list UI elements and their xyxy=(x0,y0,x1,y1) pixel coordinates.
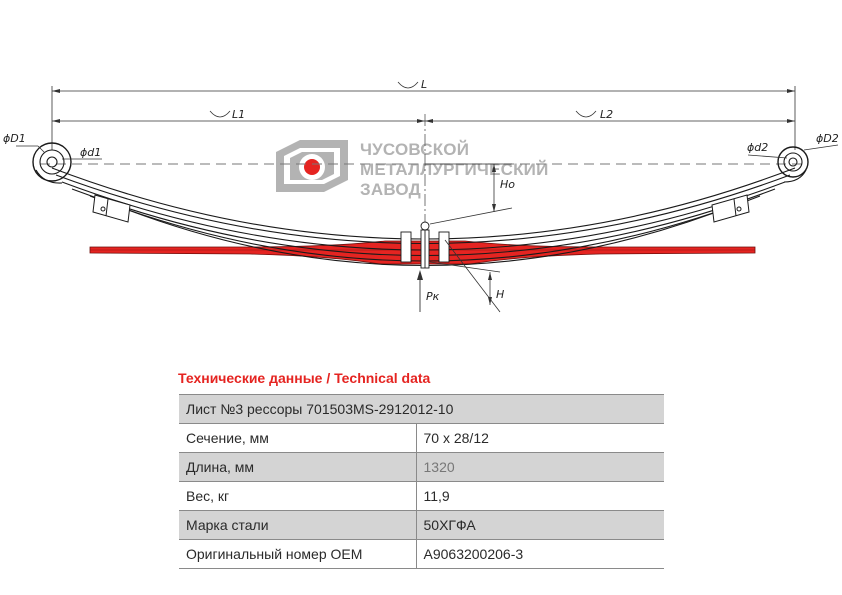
dimension-H: H xyxy=(429,239,504,313)
row-label: Сечение, мм xyxy=(179,423,417,453)
force-Pk-label: Pк xyxy=(426,290,440,303)
table-row: Вес, кг 11,9 xyxy=(179,481,664,511)
row-label: Вес, кг xyxy=(179,481,417,511)
dimension-L1-L2: L1 L2 xyxy=(52,108,795,123)
table-row: Длина, мм 1320 xyxy=(179,452,664,482)
table-row: Марка стали 50ХГФА xyxy=(179,510,664,540)
row-value: 50ХГФА xyxy=(416,510,664,540)
dimension-Ho: Ho xyxy=(425,163,515,225)
dim-H-label: H xyxy=(496,288,504,301)
dim-d2-label: ϕd2 xyxy=(747,141,768,154)
dim-d1-label: ϕd1 xyxy=(80,146,101,159)
dim-L2-label: L2 xyxy=(600,108,613,121)
table-row: Сечение, мм 70 x 28/12 xyxy=(179,423,664,453)
row-value: 1320 xyxy=(416,452,664,482)
dim-L1-label: L1 xyxy=(232,108,245,121)
dim-D1-label: ϕD1 xyxy=(3,132,26,145)
row-value: 11,9 xyxy=(416,481,664,511)
right-clamp xyxy=(711,194,750,223)
table-row: Оригинальный номер OEM A9063200206-3 xyxy=(179,539,664,569)
right-spring-eye xyxy=(777,146,809,183)
logo-line-1: ЧУСОВСКОЙ xyxy=(360,140,469,159)
row-label: Длина, мм xyxy=(179,452,417,482)
left-clamp xyxy=(92,194,131,223)
row-value: 70 x 28/12 xyxy=(416,423,664,453)
logo-red-dot xyxy=(304,159,320,175)
dim-Ho-label: Ho xyxy=(500,178,515,191)
company-logo: ЧУСОВСКОЙ МЕТАЛЛУРГИЧЕСКИЙ ЗАВОД xyxy=(276,140,549,199)
row-label: Оригинальный номер OEM xyxy=(179,539,417,569)
force-Pk-arrow: Pк xyxy=(417,270,440,312)
table-row-header: Лист №3 рессоры 701503MS-2912012-10 xyxy=(179,394,664,424)
dim-D2-label: ϕD2 xyxy=(816,132,839,145)
technical-data-title: Технические данные / Technical data xyxy=(178,370,431,386)
part-name-cell: Лист №3 рессоры 701503MS-2912012-10 xyxy=(179,394,664,424)
leaf-spring-drawing: ЧУСОВСКОЙ МЕТАЛЛУРГИЧЕСКИЙ ЗАВОД L L1 L2 xyxy=(3,78,839,313)
technical-data-table: Лист №3 рессоры 701503MS-2912012-10 Сече… xyxy=(179,394,664,569)
row-value: A9063200206-3 xyxy=(416,539,664,569)
row-label: Марка стали xyxy=(179,510,417,540)
logo-line-3: ЗАВОД xyxy=(360,180,421,199)
left-spring-eye xyxy=(32,142,72,184)
diameter-labels: ϕD1 ϕd1 ϕd2 ϕD2 xyxy=(3,132,839,160)
logo-line-2: МЕТАЛЛУРГИЧЕСКИЙ xyxy=(360,160,549,179)
dimension-L: L xyxy=(51,78,796,150)
center-bolt xyxy=(400,221,450,269)
dim-L-label: L xyxy=(421,78,427,91)
